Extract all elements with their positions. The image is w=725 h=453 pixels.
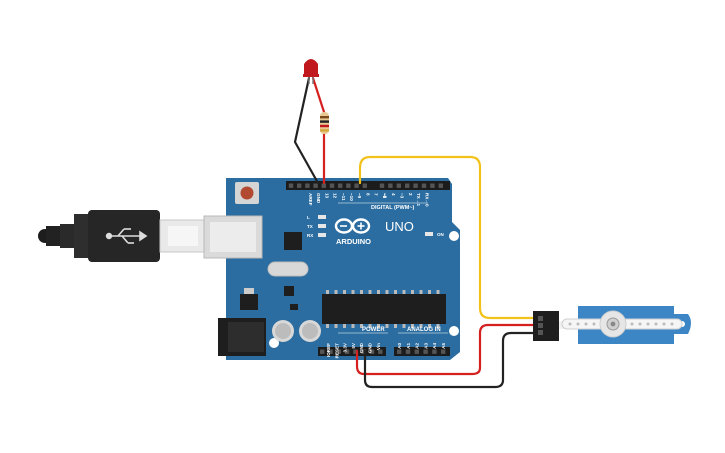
- resistor[interactable]: [320, 112, 329, 134]
- resistor-band: [320, 120, 329, 123]
- digital-pin-label: ~9: [357, 193, 362, 199]
- capacitor: [272, 320, 294, 342]
- resistor-band: [320, 129, 329, 132]
- power-pin-label: Vin: [376, 343, 381, 350]
- analog-pin-label: A4: [432, 343, 437, 349]
- power-pin-label: 3.3V: [343, 342, 348, 352]
- power-pin-label: GND: [359, 342, 364, 353]
- analog-header-label: ANALOG IN: [407, 327, 441, 333]
- wires: [293, 76, 535, 389]
- model-name: UNO: [385, 219, 414, 234]
- power-pin-label: IOREF: [326, 343, 331, 357]
- digital-pin-label: 8: [365, 193, 370, 196]
- digital-pin-label: TX→1: [416, 193, 421, 206]
- micro-servo[interactable]: [533, 306, 691, 344]
- wire-servo-ground-to-gnd[interactable]: [363, 331, 535, 389]
- voltage-regulator: [240, 288, 258, 310]
- digital-pin-label: ~11: [341, 193, 346, 201]
- red-led[interactable]: [303, 59, 319, 84]
- mounting-hole: [269, 338, 279, 348]
- board-led-label: L: [307, 215, 310, 220]
- digital-header: [286, 181, 450, 190]
- servo-horn: [561, 310, 683, 338]
- power-pin-label: 5V: [351, 342, 356, 349]
- capacitor: [299, 320, 321, 342]
- servo-connector: [533, 311, 559, 341]
- digital-pin-label: ~10: [349, 193, 354, 201]
- board-led: [318, 224, 326, 228]
- atmega-microcontroller: [322, 290, 446, 328]
- usb-interface-chip: [284, 232, 302, 250]
- power-header-label: POWER: [362, 327, 385, 333]
- resistor-band: [320, 116, 329, 119]
- analog-pin-label: A3: [423, 343, 428, 349]
- digital-pin-label: 2: [408, 193, 413, 196]
- digital-pin-label: 7: [374, 193, 379, 196]
- wire-servo-power-to-5v[interactable]: [355, 323, 535, 376]
- board-led-label: TX: [307, 224, 313, 229]
- crystal-oscillator: [267, 261, 309, 277]
- digital-pin-label: GND: [316, 193, 321, 204]
- wire-led-anode-to-resistor[interactable]: [311, 76, 326, 114]
- board-led: [318, 215, 326, 219]
- resistor-band: [320, 124, 329, 128]
- on-led: ON: [425, 232, 444, 237]
- reset-button[interactable]: [235, 182, 259, 204]
- analog-header: [394, 347, 450, 356]
- digital-pin-label: ~3: [399, 193, 404, 199]
- usb-cable[interactable]: [38, 210, 205, 262]
- analog-pin-label: A0: [397, 343, 402, 349]
- digital-pin-label: 12: [333, 193, 338, 199]
- mounting-hole: [449, 231, 459, 241]
- wire-servo-signal-to-pin-9[interactable]: [358, 155, 535, 320]
- analog-pin-label: A2: [415, 343, 420, 349]
- digital-header-label: DIGITAL (PWM~): [371, 205, 415, 211]
- power-pin-label: GND: [368, 342, 373, 353]
- brand-name: ARDUINO: [336, 237, 371, 246]
- board-led: [318, 233, 326, 237]
- digital-pin-label: 13: [324, 193, 329, 199]
- power-jack: [218, 318, 266, 356]
- digital-pin-label: ~5: [383, 193, 388, 199]
- svg-text:ON: ON: [437, 232, 444, 237]
- board-led-label: RX: [307, 233, 313, 238]
- mounting-hole: [449, 326, 459, 336]
- usb-icon: [105, 228, 148, 244]
- analog-pin-label: A1: [406, 343, 411, 349]
- power-pin-label: RESET: [334, 343, 339, 359]
- digital-pin-label: RX←0: [425, 193, 430, 207]
- wire-led-cathode-to-gnd[interactable]: [293, 76, 320, 185]
- digital-pin-label: AREF: [308, 193, 313, 206]
- arduino-logo: [334, 218, 371, 234]
- digital-pin-label: ~6: [382, 193, 387, 199]
- analog-pin-label: A5: [441, 343, 446, 349]
- digital-pin-label: 4: [391, 193, 396, 196]
- power-header: [318, 347, 386, 356]
